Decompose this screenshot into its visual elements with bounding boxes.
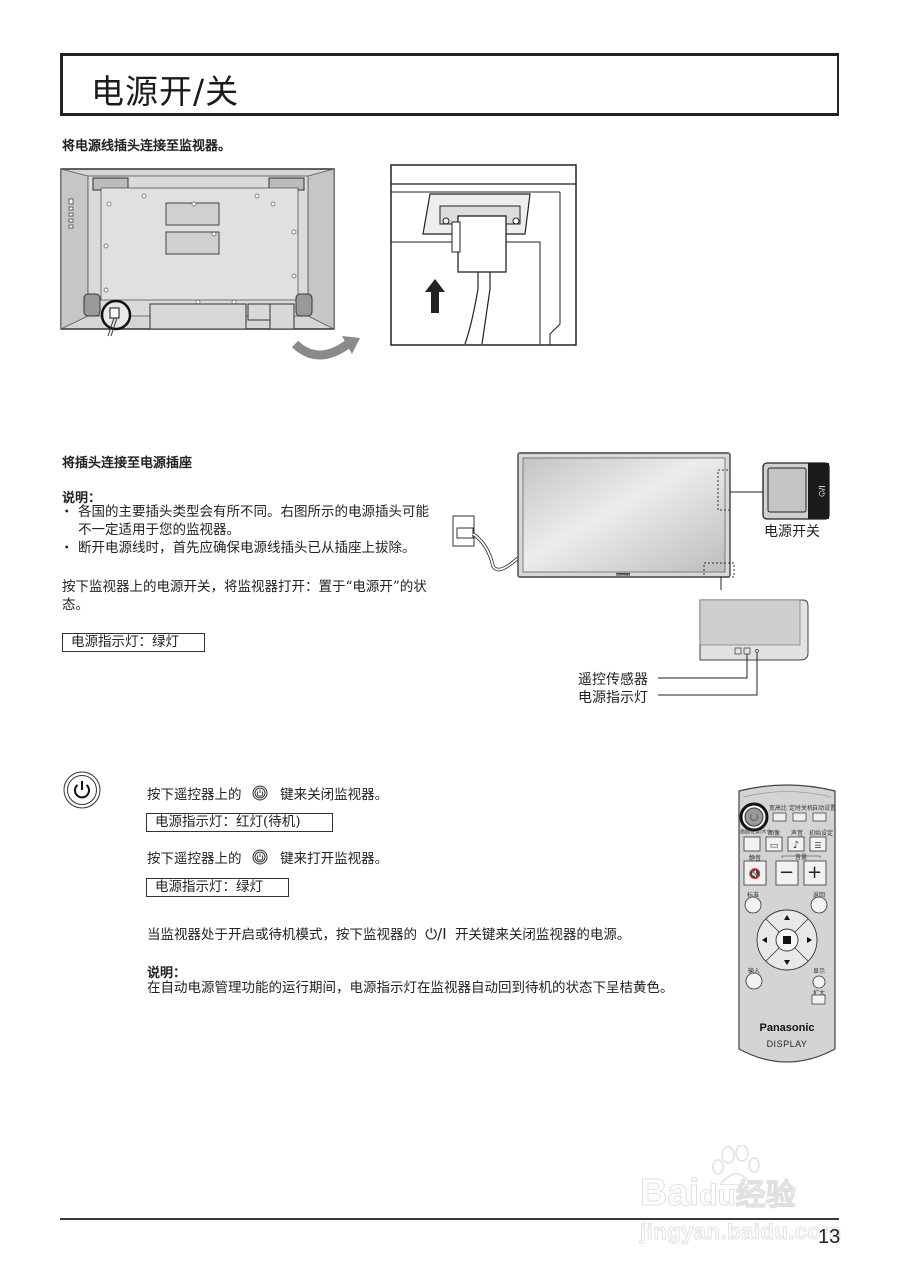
- indicator-status-box: 电源指示灯：绿灯: [62, 633, 205, 652]
- power-switch-symbol: ⏻/I: [425, 925, 447, 943]
- note-item: 断开电源线时，首先应确保电源线插头已从插座上拔除。: [60, 539, 439, 557]
- step-text: 按下遥控器上的: [147, 851, 242, 867]
- notes-list: 各国的主要插头类型会有所不同。右图所示的电源插头可能不一定适用于您的监视器。 断…: [60, 503, 439, 557]
- svg-text:I/⏻: I/⏻: [817, 485, 826, 497]
- note-item: 各国的主要插头类型会有所不同。右图所示的电源插头可能不一定适用于您的监视器。: [60, 503, 439, 539]
- note-label: 说明：: [147, 966, 187, 981]
- watermark-logo: Baidu经验: [639, 1172, 796, 1215]
- remote-label-sound: 声音: [791, 830, 804, 837]
- svg-text:Panasonic: Panasonic: [616, 573, 631, 577]
- instruction-text: 开关键来关闭监视器的电源。: [454, 927, 631, 943]
- volume-down-button[interactable]: −: [779, 862, 795, 883]
- power-inlet-closeup-figure: [390, 164, 577, 346]
- remote-label-volume: 音量: [795, 854, 808, 861]
- remote-label-position: 画面位置/大小: [740, 829, 772, 835]
- remote-brand: Panasonic: [759, 1022, 815, 1034]
- remote-power-key-icon: [252, 849, 270, 865]
- remote-power-key-icon: [252, 785, 270, 801]
- footer-rule: [60, 1218, 839, 1220]
- on-indicator-box: 电源指示灯：绿灯: [146, 878, 289, 897]
- instruction-text: 当监视器处于开启或待机模式，按下监视器的: [147, 927, 417, 943]
- standby-indicator-box: 电源指示灯：红灯(待机): [146, 813, 333, 832]
- power-on-instruction: 按下监视器上的电源开关，将监视器打开：置于“电源开”的状态。: [62, 579, 427, 613]
- power-indicator-label: 电源指示灯: [578, 690, 648, 706]
- page-number: 13: [818, 1226, 841, 1248]
- remote-label-mute: 静音: [749, 855, 762, 862]
- remote-label-auto-setup: 自动设置: [812, 805, 837, 812]
- monitor-back-figure: [58, 166, 364, 381]
- remote-label-picture: 图像: [768, 830, 781, 837]
- remote-label-setup: 初始设定: [809, 830, 834, 837]
- svg-text:☰: ☰: [814, 841, 821, 850]
- svg-text:▭: ▭: [770, 841, 779, 851]
- step-text: 键来打开监视器。: [280, 851, 389, 867]
- baidu-watermark: Baidu经验 jingyan.baidu.com: [639, 1145, 850, 1245]
- remote-label-zoom: 扩大: [813, 990, 826, 997]
- remote-model: DISPLAY: [766, 1039, 808, 1049]
- main-switch-instruction: 当监视器处于开启或待机模式，按下监视器的 ⏻/I 开关键来关闭监视器的电源。: [147, 925, 630, 944]
- remote-label-normal: 标准: [747, 892, 760, 899]
- watermark-url: jingyan.baidu.com: [640, 1219, 842, 1245]
- step-text: 按下遥控器上的: [147, 787, 242, 803]
- connect-outlet-heading: 将插头连接至电源插座: [62, 456, 193, 471]
- auto-power-note: 在自动电源管理功能的运行期间，电源指示灯在监视器自动回到待机的状态下呈桔黄色。: [147, 980, 674, 996]
- paw-icon: [712, 1145, 760, 1185]
- power-icon: [62, 770, 102, 810]
- power-on-step: 按下遥控器上的 键来打开监视器。: [147, 849, 388, 868]
- remote-label-recall: 显示: [813, 968, 826, 975]
- remote-label-aspect: 宽高比: [769, 805, 788, 812]
- remote-label-off-timer: 定时关机: [789, 805, 814, 812]
- remote-label-input: 输入: [748, 968, 761, 975]
- monitor-front-figure: Panasonic I/⏻: [448, 448, 843, 708]
- connect-cord-instruction: 将电源线插头连接至监视器。: [62, 139, 232, 154]
- power-off-step: 按下遥控器上的 键来关闭监视器。: [147, 785, 388, 804]
- remote-sensor-label: 遥控传感器: [578, 672, 648, 688]
- svg-text:♪: ♪: [793, 840, 799, 851]
- svg-text:🔇: 🔇: [749, 867, 761, 880]
- remote-control-figure: ▭ ♪ ☰ 🔇 宽高比 定时关机 自动设置 画面位置/大小 图像 声音 初始设定…: [735, 779, 839, 1070]
- page-title: 电源开/关: [91, 72, 240, 111]
- power-switch-label: 电源开关: [764, 524, 820, 540]
- page-title-box: 电源开/关: [60, 53, 839, 116]
- volume-up-button[interactable]: +: [807, 862, 823, 883]
- remote-label-return: 返回: [813, 892, 826, 899]
- step-text: 键来关闭监视器。: [280, 787, 389, 803]
